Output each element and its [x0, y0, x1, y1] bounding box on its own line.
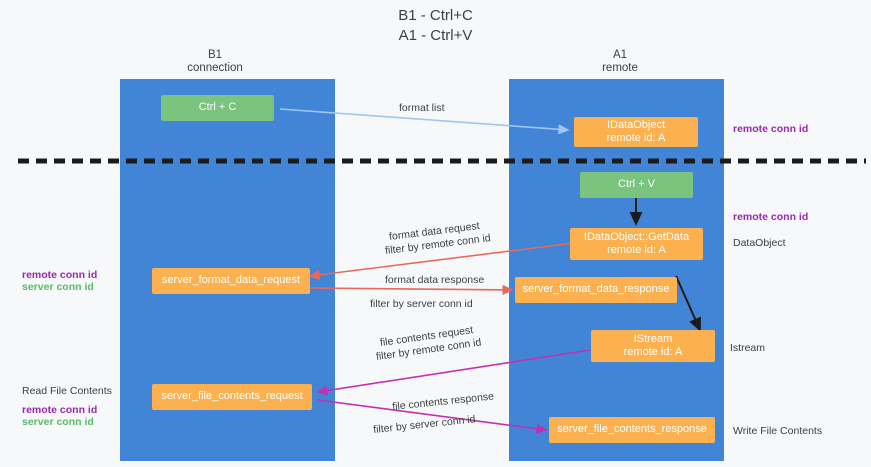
node-istream-sub: remote id: A [623, 346, 683, 358]
flow-filter-server-conn-id-bottom: filter by server conn id [373, 413, 477, 437]
node-server-format-data-response-label: server_format_data_response [522, 283, 670, 296]
node-ctrl-v[interactable]: Ctrl + V [580, 172, 693, 198]
node-server-format-data-request[interactable]: server_format_data_request [152, 268, 310, 294]
flow-label-file-contents-response-text: file contents response [391, 390, 495, 414]
side-label-dataobject: DataObject [733, 237, 786, 249]
node-istream[interactable]: IStream remote id: A [591, 330, 715, 362]
left-column-subtitle: connection [187, 62, 243, 74]
flow-label-format-data-response: format data response [385, 274, 484, 287]
arrow-format-data-response [309, 284, 514, 296]
node-server-file-contents-response[interactable]: server_file_contents_response [549, 417, 715, 443]
side-label-remote-conn-id-mid: remote conn id [733, 211, 809, 223]
node-idataobject[interactable]: IDataObject remote id: A [574, 117, 698, 147]
node-ctrl-v-label: Ctrl + V [618, 178, 655, 191]
server-conn-id-text-1: server conn id [406, 298, 473, 310]
flow-label-format-data-response-text: format data response [385, 274, 485, 286]
side-label-write-file-contents: Write File Contents [733, 425, 823, 437]
side-label-left-server-conn-id-mid: server conn id [22, 281, 94, 293]
flow-label-format-list: format list [399, 102, 445, 114]
server-conn-id-text-2: server conn id [409, 413, 477, 433]
side-label-istream: Istream [730, 342, 766, 354]
side-label-left-server-conn-id-bottom: server conn id [22, 416, 94, 428]
node-ctrl-c-label: Ctrl + C [198, 101, 237, 114]
filter-by-text-2: filter by [370, 298, 404, 310]
flow-label-file-contents-response: file contents response [392, 390, 495, 414]
node-server-file-contents-request[interactable]: server_file_contents_request [152, 384, 312, 410]
filter-by-text-4: filter by [372, 420, 408, 437]
right-column-subtitle: remote [602, 62, 638, 74]
right-column-header: A1 remote [550, 49, 690, 75]
node-server-format-data-response[interactable]: server_format_data_response [515, 277, 677, 303]
side-label-remote-conn-id-top: remote conn id [733, 123, 809, 135]
right-column-title: A1 [612, 49, 628, 61]
node-ctrl-c[interactable]: Ctrl + C [161, 95, 274, 121]
filter-by-text-1: filter by [384, 240, 420, 258]
left-column-title: B1 [207, 49, 223, 61]
node-idataobject-label: IDataObject [606, 118, 666, 131]
node-server-file-contents-response-label: server_file_contents_response [557, 423, 707, 436]
node-istream-label: IStream [633, 332, 673, 345]
node-idataobject-sub: remote id: A [606, 132, 666, 144]
side-label-left-remote-conn-id-mid: remote conn id [22, 269, 98, 281]
node-server-format-data-request-label: server_format_data_request [161, 274, 301, 287]
diagram-title: B1 - Ctrl+C A1 - Ctrl+V [0, 6, 871, 46]
title-line-1: B1 - Ctrl+C [398, 7, 473, 24]
node-server-file-contents-request-label: server_file_contents_request [161, 390, 303, 403]
flow-filter-server-conn-id-top: filter by server conn id [370, 298, 473, 311]
side-label-read-file-contents: Read File Contents [22, 385, 112, 397]
node-idataobject-getdata-sub: remote id: A [607, 244, 666, 256]
node-idataobject-getdata[interactable]: IDataObject::GetData remote id: A [570, 228, 703, 260]
title-line-2: A1 - Ctrl+V [398, 27, 473, 44]
node-idataobject-getdata-label: IDataObject::GetData [583, 230, 690, 243]
side-label-left-remote-conn-id-bottom: remote conn id [22, 404, 98, 416]
left-column-header: B1 connection [145, 49, 285, 75]
